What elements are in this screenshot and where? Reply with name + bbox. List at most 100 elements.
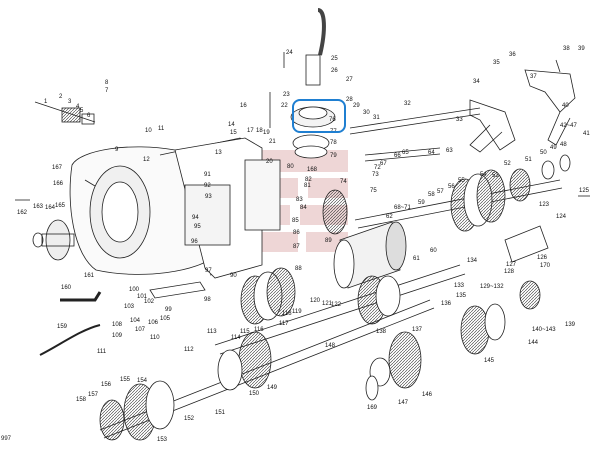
part-number-87: 87 [293, 244, 300, 250]
part-number-67: 67 [380, 161, 387, 167]
part-number-62: 62 [386, 214, 393, 220]
part-number-78: 78 [330, 140, 337, 146]
part-number-124: 124 [556, 214, 567, 220]
part-number-123: 123 [539, 202, 550, 208]
part-number-162: 162 [17, 210, 28, 216]
part-number-29: 29 [353, 103, 360, 109]
part-number-75: 75 [370, 188, 377, 194]
part-number-147: 147 [398, 400, 409, 406]
part-number-40: 40 [562, 103, 569, 109]
part-number-94: 94 [192, 215, 199, 221]
part-number-20: 20 [266, 159, 273, 165]
part-number-128: 128 [504, 269, 515, 275]
part-number-138: 138 [376, 329, 387, 335]
part-number-114: 114 [231, 335, 241, 341]
part-number-49: 49 [550, 145, 557, 151]
part-number-158: 158 [76, 397, 87, 403]
bolts [15, 52, 590, 201]
part-number-18: 18 [256, 128, 263, 134]
part-number-152: 152 [184, 416, 195, 422]
gear-146 [369, 331, 422, 389]
part-number-38: 38 [563, 46, 570, 52]
part-number-21: 21 [269, 139, 276, 145]
part-number-17: 17 [247, 128, 254, 134]
part-number-74: 74 [340, 179, 347, 185]
part-number-125: 125 [579, 188, 590, 194]
clutch-pack-56 [450, 169, 506, 232]
part-number-76: 76 [329, 117, 336, 123]
part-number-88: 88 [295, 266, 302, 272]
drum-89 [333, 221, 407, 289]
part-number-96: 96 [191, 239, 198, 245]
part-number-103: 103 [124, 304, 135, 310]
part-number-54: 54 [480, 172, 487, 178]
part-number-116: 116 [254, 327, 264, 333]
part-number-109: 109 [112, 333, 123, 339]
part-number-2: 2 [59, 94, 63, 100]
part-number-167: 167 [52, 165, 63, 171]
part-number-107: 107 [135, 327, 146, 333]
selector-rod-32 [349, 107, 481, 135]
part-number-55: 55 [458, 178, 465, 184]
part-number-118: 118 [282, 311, 292, 317]
part-number-7: 7 [105, 88, 109, 94]
part-number-4: 4 [76, 104, 80, 110]
part-number-11: 11 [158, 126, 165, 132]
part-number-26: 26 [331, 68, 338, 74]
gear-51 [509, 154, 571, 202]
part-number-100: 100 [129, 287, 140, 293]
part-number-165: 165 [55, 203, 66, 209]
part-number-56: 56 [448, 184, 455, 190]
part-number-129: 129~132 [480, 284, 504, 290]
part-number-108: 108 [112, 322, 123, 328]
part-number-154: 154 [137, 378, 148, 384]
part-number-153: 153 [157, 437, 168, 443]
selector-rod-63 [364, 147, 441, 162]
transmission-case [174, 137, 281, 279]
part-number-3: 3 [68, 99, 72, 105]
part-number-27: 27 [346, 77, 353, 83]
part-number-83: 83 [296, 197, 303, 203]
part-number-72: 72 [374, 165, 381, 171]
part-number-33: 33 [456, 117, 463, 123]
part-number-122: 122 [331, 302, 342, 308]
part-number-144: 144 [528, 340, 539, 346]
part-number-68: 68~71 [394, 205, 411, 211]
part-number-8: 8 [105, 80, 109, 86]
part-number-52: 52 [504, 161, 511, 167]
part-number-37: 37 [530, 74, 537, 80]
shift-fork-37 [524, 69, 576, 146]
oil-pipes [39, 291, 102, 356]
part-number-139: 139 [565, 322, 576, 328]
part-number-73: 73 [372, 172, 379, 178]
part-number-31: 31 [373, 115, 380, 121]
part-number-149: 149 [267, 385, 278, 391]
part-number-58: 58 [428, 192, 435, 198]
part-number-13: 13 [215, 150, 222, 156]
part-number-90: 90 [230, 273, 237, 279]
part-number-120: 120 [310, 298, 321, 304]
part-number-145: 145 [484, 358, 495, 364]
part-number-34: 34 [473, 79, 480, 85]
part-number-110: 110 [150, 335, 160, 341]
part-number-82: 82 [305, 177, 312, 183]
part-number-12: 12 [143, 157, 150, 163]
part-number-115: 115 [240, 329, 250, 335]
part-number-19: 19 [263, 130, 270, 136]
part-number-9: 9 [115, 147, 119, 153]
part-number-135: 135 [456, 293, 467, 299]
gear-149 [217, 331, 272, 391]
gear-139 [519, 280, 541, 310]
gear-137 [357, 275, 401, 325]
part-number-85: 85 [292, 218, 299, 224]
part-number-25: 25 [331, 56, 338, 62]
part-number-164: 164 [45, 205, 56, 211]
part-number-15: 15 [230, 130, 237, 136]
part-number-166: 166 [53, 181, 64, 187]
shift-fork-34 [469, 99, 516, 153]
part-number-53: 53 [492, 173, 499, 179]
part-number-98: 98 [204, 297, 211, 303]
part-number-41: 41 [583, 131, 590, 137]
part-number-35: 35 [493, 60, 500, 66]
